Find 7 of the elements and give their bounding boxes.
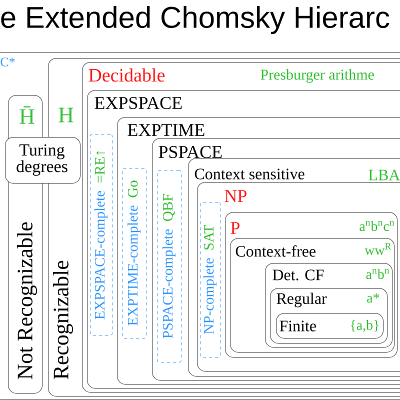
complete-class-box: EXPTIME-complete Go [122, 168, 146, 338]
class-box: Finite {a,b} [276, 313, 384, 339]
complete-class-box: NP-complete SAT [200, 202, 220, 358]
class-box: Turing degrees [5, 137, 81, 184]
complete-class-box: EXPSPACE-complete =RE↑ [90, 134, 112, 336]
complete-class-box: PSPACE-complete QBF [157, 170, 182, 362]
title: e Extended Chomsky Hierarc [1, 6, 390, 34]
